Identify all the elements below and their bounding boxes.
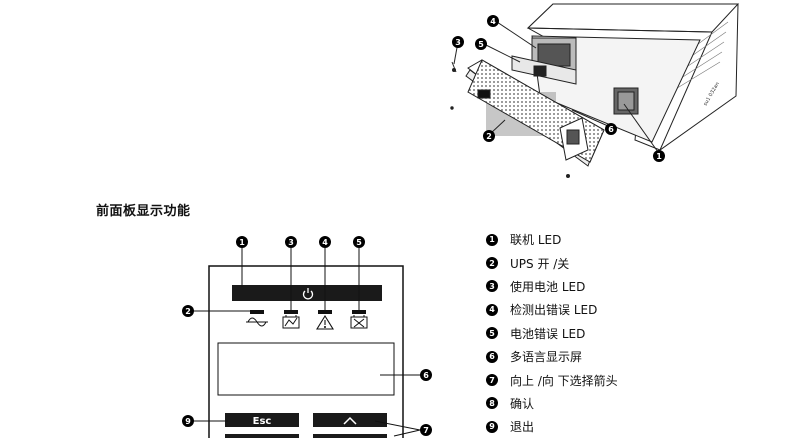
legend-item: 8 确认: [486, 392, 618, 415]
svg-text:7: 7: [423, 426, 429, 435]
led-battery-fault: [352, 310, 366, 314]
legend-text: 检测出错误 LED: [510, 303, 598, 318]
unit-callout-6: 6: [605, 123, 617, 135]
esc-button-label: Esc: [253, 416, 272, 427]
led-on-battery: [284, 310, 298, 314]
panel-callout-3: 3: [285, 236, 297, 248]
legend-number: 5: [486, 327, 498, 340]
legend-number: 7: [486, 374, 498, 387]
svg-text:4: 4: [322, 238, 328, 247]
legend-item: 2 UPS 开 /关: [486, 251, 618, 274]
panel-callout-5: 5: [353, 236, 365, 248]
unit-callout-4: 4: [487, 15, 499, 27]
legend-text: 确认: [510, 396, 535, 411]
sine-wave-icon: [246, 317, 268, 327]
legend-number: 4: [486, 303, 498, 316]
unit-callout-5: 5: [475, 38, 487, 50]
svg-text:3: 3: [288, 238, 294, 247]
legend-item: 3 使用电池 LED: [486, 275, 618, 298]
panel-callout-1: 1: [236, 236, 248, 248]
legend-text: 退出: [510, 420, 535, 435]
unit-callout-2: 2: [483, 130, 495, 142]
next-button-row: [225, 434, 299, 438]
led-fault: [318, 310, 332, 314]
legend-text: 使用电池 LED: [510, 279, 586, 294]
svg-text:2: 2: [486, 132, 492, 141]
svg-text:4: 4: [490, 17, 496, 26]
svg-text:5: 5: [478, 40, 484, 49]
legend-item: 7 向上 /向 下选择箭头: [486, 368, 618, 391]
legend-number: 8: [486, 397, 498, 410]
legend-text: UPS 开 /关: [510, 256, 570, 271]
power-icon: [302, 288, 314, 300]
esc-button: [225, 413, 299, 427]
panel-callout-7: 7: [420, 424, 432, 436]
svg-text:9: 9: [185, 417, 191, 426]
front-panel-illustration: Esc: [194, 248, 421, 438]
legend-text: 向上 /向 下选择箭头: [510, 373, 618, 388]
legend-number: 9: [486, 420, 498, 433]
legend-text: 电池错误 LED: [510, 326, 586, 341]
svg-text:6: 6: [608, 125, 614, 134]
legend-text: 多语言显示屏: [510, 350, 583, 365]
legend-item: 5 电池错误 LED: [486, 322, 618, 345]
section-title: 前面板显示功能: [96, 204, 191, 219]
panel-callout-4: 4: [319, 236, 331, 248]
battery-fault-icon: [350, 315, 368, 329]
unit-callout-1: 1: [653, 150, 665, 162]
led-online: [250, 310, 264, 314]
unit-callout-3: 3: [452, 36, 464, 48]
legend-number: 2: [486, 257, 498, 270]
legend-list: 1 联机 LED 2 UPS 开 /关 3 使用电池 LED 4 检测出错误 LED 5…: [486, 228, 618, 439]
legend-item: 1 联机 LED: [486, 228, 618, 251]
chevron-up-icon: [343, 416, 357, 425]
legend-number: 6: [486, 350, 498, 363]
svg-text:1: 1: [239, 238, 245, 247]
svg-text:2: 2: [185, 307, 191, 316]
down-button-row: [313, 434, 387, 438]
panel-callout-9: 9: [182, 415, 194, 427]
svg-text:6: 6: [423, 371, 429, 380]
battery-icon: [282, 315, 300, 329]
ups-unit-illustration: [450, 3, 740, 178]
legend-text: 联机 LED: [510, 233, 562, 248]
warning-icon: [316, 314, 334, 330]
svg-text:3: 3: [455, 38, 461, 47]
svg-text:5: 5: [356, 238, 362, 247]
panel-callout-6: 6: [420, 369, 432, 381]
panel-callout-2: 2: [182, 305, 194, 317]
legend-item: 6 多语言显示屏: [486, 345, 618, 368]
legend-item: 4 检测出错误 LED: [486, 298, 618, 321]
up-arrow-button: [313, 413, 387, 427]
legend-number: 3: [486, 280, 498, 293]
status-led-bar: [232, 285, 382, 301]
lcd-display: [217, 342, 395, 396]
legend-item: 9 退出: [486, 415, 618, 438]
legend-number: 1: [486, 233, 498, 246]
svg-text:1: 1: [656, 152, 662, 161]
